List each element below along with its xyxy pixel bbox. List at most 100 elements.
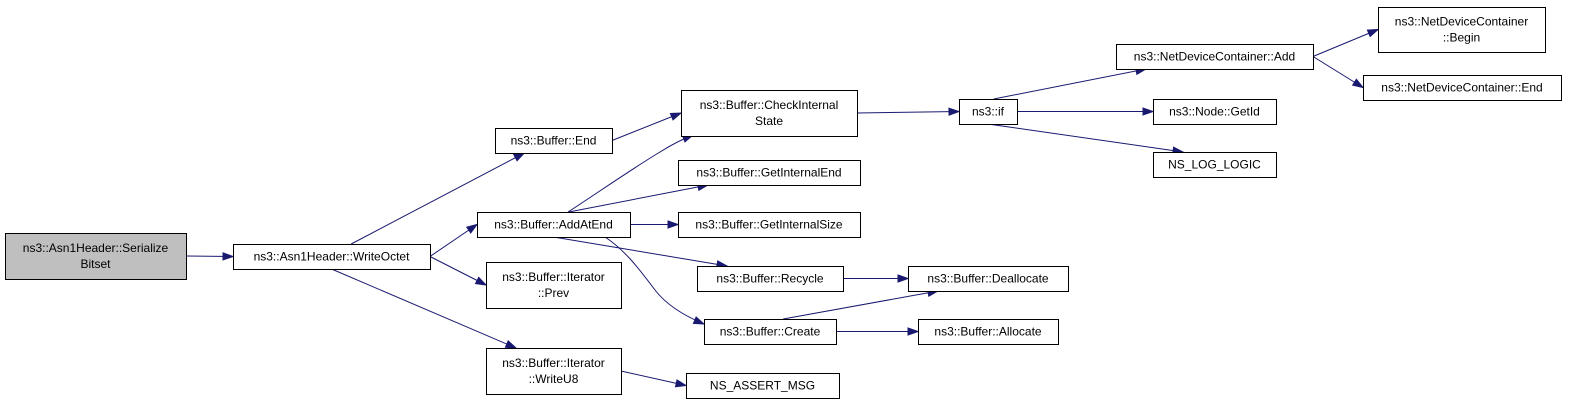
edge-line	[611, 112, 682, 141]
node-box[interactable]	[1363, 75, 1562, 101]
edge-line	[1312, 29, 1379, 57]
node-label: Bitset	[80, 257, 111, 271]
node-label: ns3::Buffer::GetInternalEnd	[696, 166, 841, 180]
node-label: ns3::Buffer::End	[511, 134, 597, 148]
node-recycle[interactable]: ns3::Buffer::Recycle	[697, 266, 844, 292]
node-label: ::Begin	[1443, 31, 1480, 45]
node-if-node[interactable]: ns3::if	[959, 99, 1018, 125]
node-box[interactable]	[678, 160, 861, 186]
edge-line	[567, 134, 694, 213]
node-write-octet[interactable]: ns3::Asn1Header::WriteOctet	[233, 244, 431, 270]
arrowhead	[907, 327, 920, 336]
node-ndc-end[interactable]: ns3::NetDeviceContainer::End	[1363, 75, 1562, 101]
node-get-internal-end[interactable]: ns3::Buffer::GetInternalEnd	[678, 160, 861, 186]
edge-check_internal_state-to-if_node	[856, 107, 961, 116]
node-create[interactable]: ns3::Buffer::Create	[704, 319, 837, 345]
edge-write_octet-to-add_at_end	[429, 223, 479, 257]
node-box[interactable]	[1153, 99, 1277, 125]
edge-line	[568, 184, 709, 213]
node-box[interactable]	[681, 90, 858, 137]
edge-iterator_write_u8-to-ns_assert_msg	[620, 370, 688, 388]
node-label: ns3::Asn1Header::WriteOctet	[254, 250, 411, 264]
node-label: ns3::NetDeviceContainer::Add	[1134, 50, 1295, 64]
node-ns-assert-msg[interactable]: NS_ASSERT_MSG	[686, 373, 840, 399]
node-box[interactable]	[918, 319, 1059, 345]
arrowhead	[1366, 28, 1380, 38]
node-box[interactable]	[1378, 7, 1546, 53]
node-label: State	[755, 114, 783, 128]
node-box[interactable]	[1116, 44, 1314, 70]
node-buffer-end[interactable]: ns3::Buffer::End	[495, 128, 613, 154]
edge-add_at_end-to-get_internal_size	[630, 220, 680, 229]
edge-line	[620, 370, 687, 386]
arrowhead	[674, 379, 688, 388]
node-label: ::WriteU8	[529, 372, 579, 386]
node-box[interactable]	[233, 244, 431, 270]
edge-line	[350, 152, 525, 245]
node-label: ns3::Buffer::Iterator	[502, 270, 605, 284]
node-add-at-end[interactable]: ns3::Buffer::AddAtEnd	[477, 212, 631, 238]
node-box[interactable]	[697, 266, 844, 292]
node-box[interactable]	[959, 99, 1018, 125]
node-box[interactable]	[1153, 152, 1277, 178]
node-deallocate[interactable]: ns3::Buffer::Deallocate	[908, 266, 1069, 292]
arrowhead	[504, 340, 518, 349]
node-label: NS_ASSERT_MSG	[710, 379, 815, 393]
edge-ndc_add-to-ndc_end	[1312, 56, 1365, 89]
node-box[interactable]	[477, 212, 631, 238]
node-box[interactable]	[908, 266, 1069, 292]
edge-add_at_end-to-create	[604, 236, 706, 325]
node-box[interactable]	[486, 262, 622, 309]
edge-line	[856, 111, 960, 114]
edge-create-to-allocate	[836, 327, 920, 336]
node-get-internal-size[interactable]: ns3::Buffer::GetInternalSize	[678, 212, 861, 238]
arrowhead	[667, 220, 680, 229]
node-box[interactable]	[495, 128, 613, 154]
nodes-layer: ns3::Asn1Header::SerializeBitsetns3::Asn…	[5, 7, 1562, 399]
node-label: ns3::NetDeviceContainer	[1395, 15, 1528, 29]
arrowhead	[222, 252, 235, 261]
arrowhead	[669, 112, 683, 121]
arrowhead	[692, 316, 706, 325]
node-ndc-add[interactable]: ns3::NetDeviceContainer::Add	[1116, 44, 1314, 70]
node-label: ns3::if	[972, 105, 1005, 119]
node-iterator-write-u8[interactable]: ns3::Buffer::Iterator::WriteU8	[486, 348, 622, 395]
node-label: ns3::Node::GetId	[1169, 105, 1260, 119]
node-iterator-prev[interactable]: ns3::Buffer::Iterator::Prev	[486, 262, 622, 309]
edge-create-to-deallocate	[783, 288, 940, 320]
node-label: ns3::Buffer::CheckInternal	[700, 98, 839, 112]
node-box[interactable]	[5, 233, 187, 280]
node-box[interactable]	[686, 373, 840, 399]
node-label: ns3::Buffer::Allocate	[934, 325, 1042, 339]
edge-ndc_add-to-ndc_begin	[1312, 28, 1380, 57]
node-box[interactable]	[678, 212, 861, 238]
node-box[interactable]	[486, 348, 622, 395]
edge-line	[993, 68, 1147, 100]
node-node-get-id[interactable]: ns3::Node::GetId	[1153, 99, 1277, 125]
edge-if_node-to-node_get_id	[1017, 107, 1155, 116]
edge-if_node-to-ns_log_logic	[987, 123, 1185, 155]
arrowhead	[948, 107, 961, 116]
arrowhead	[1142, 107, 1155, 116]
node-label: ns3::Buffer::Recycle	[716, 272, 823, 286]
node-label: ns3::Asn1Header::Serialize	[23, 241, 169, 255]
node-label: NS_LOG_LOGIC	[1168, 158, 1261, 172]
edge-write_octet-to-iterator_write_u8	[331, 268, 518, 349]
edge-recycle-to-deallocate	[843, 274, 910, 283]
node-ndc-begin[interactable]: ns3::NetDeviceContainer::Begin	[1378, 7, 1546, 53]
node-allocate[interactable]: ns3::Buffer::Allocate	[918, 319, 1059, 345]
arrowhead	[474, 276, 488, 286]
node-ns-log-logic[interactable]: NS_LOG_LOGIC	[1153, 152, 1277, 178]
arrowhead	[897, 274, 910, 283]
node-label: ns3::Buffer::Iterator	[502, 356, 605, 370]
edge-line	[553, 236, 728, 267]
arrowhead	[512, 152, 526, 162]
edge-line	[331, 268, 517, 349]
node-box[interactable]	[704, 319, 837, 345]
node-label: ns3::NetDeviceContainer::End	[1381, 81, 1542, 95]
edge-line	[987, 123, 1184, 153]
edge-line	[604, 236, 705, 325]
